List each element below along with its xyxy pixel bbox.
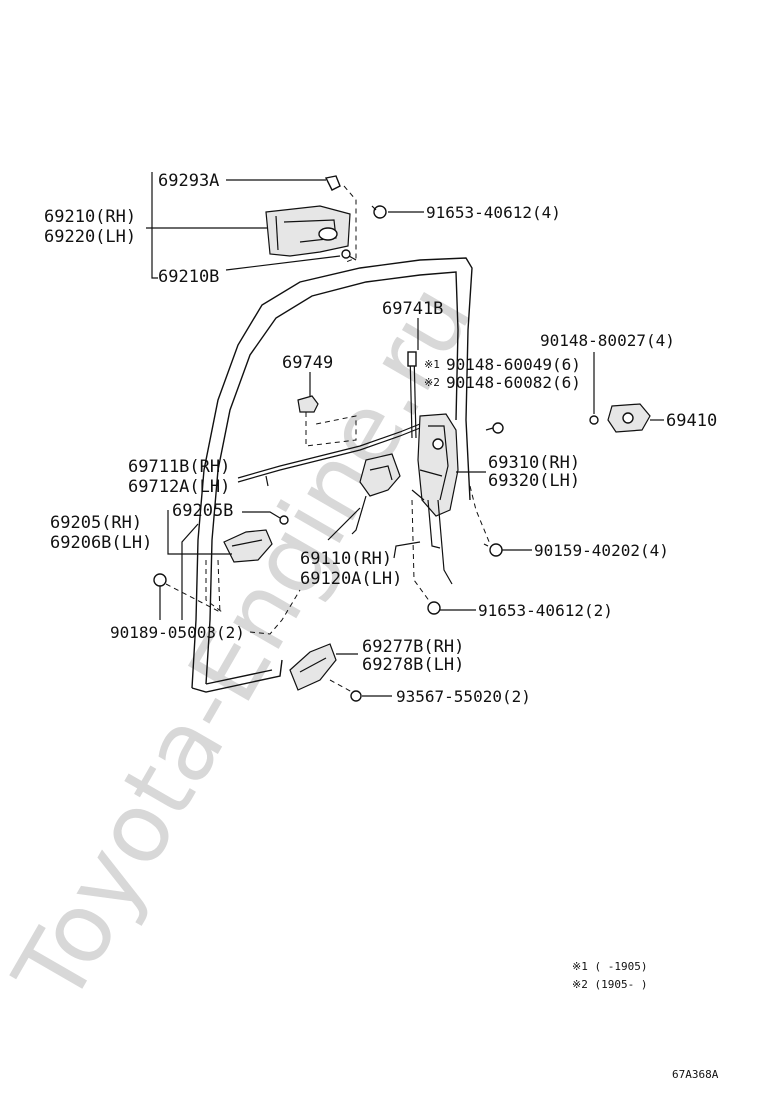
label-69205b: 69205B: [172, 501, 233, 521]
label-69120a-lh: 69120A(LH): [300, 569, 402, 589]
label-90148-60049: 90148-60049(6): [446, 355, 581, 374]
label-69277b-rh: 69277B(RH): [362, 637, 464, 657]
label-93567-55020: 93567-55020(2): [396, 687, 531, 706]
label-69206b-lh: 69206B(LH): [50, 533, 152, 553]
label-69293a: 69293A: [158, 171, 219, 191]
label-69278b-lh: 69278B(LH): [362, 655, 464, 675]
label-91653-40612-2: 91653-40612(2): [478, 601, 613, 620]
label-91653-40612-4: 91653-40612(4): [426, 203, 561, 222]
label-69741b: 69741B: [382, 299, 443, 319]
screw-69205b: [279, 515, 289, 525]
screw-69210b: [341, 249, 357, 261]
bolt-91653-bottom: [427, 601, 441, 615]
clip-69749: [297, 395, 319, 413]
label-90148-60082: 90148-60082(6): [446, 373, 581, 392]
note-1: ※1 ( -1905): [572, 960, 647, 973]
outside-door-handle: [265, 205, 351, 257]
label-69749: 69749: [282, 353, 333, 373]
label-69210b: 69210B: [158, 267, 219, 287]
door-lock-actuator: [351, 453, 401, 535]
screw-93567: [350, 690, 362, 702]
label-90148-80027: 90148-80027(4): [540, 331, 675, 350]
label-69220-lh: 69220(LH): [44, 227, 136, 247]
door-frame: [191, 257, 473, 693]
bolt-91653-top: [371, 205, 387, 219]
label-69205-rh: 69205(RH): [50, 513, 142, 533]
lock-rod-69741b: [407, 351, 417, 439]
screw-90148-60049: [485, 422, 504, 434]
striker-69410: [607, 403, 651, 433]
label-90159-40202: 90159-40202(4): [534, 541, 669, 560]
bolt-90159: [483, 543, 503, 557]
clip-90189: [153, 573, 167, 587]
label-69310-rh: 69310(RH): [488, 453, 580, 473]
label-69210-rh: 69210(RH): [44, 207, 136, 227]
label-69410: 69410: [666, 411, 717, 431]
label-69110-rh: 69110(RH): [300, 549, 392, 569]
mark-2: ※2: [424, 376, 440, 389]
label-69320-lh: 69320(LH): [488, 471, 580, 491]
screw-90148-80027: [589, 415, 599, 425]
figure-code: 67A368A: [672, 1068, 719, 1081]
door-lock-assembly: [411, 413, 459, 585]
cable-69711b: [237, 423, 421, 487]
clip-69293a: [324, 175, 341, 191]
mark-1: ※1: [424, 358, 440, 371]
note-2: ※2 (1905- ): [572, 978, 647, 991]
label-90189-05003: 90189-05003(2): [110, 623, 245, 642]
label-69711b: 69711B(RH): [128, 457, 230, 477]
inside-door-handle: [223, 529, 273, 563]
label-69712a: 69712A(LH): [128, 477, 230, 497]
inside-handle-bezel: [289, 643, 337, 691]
